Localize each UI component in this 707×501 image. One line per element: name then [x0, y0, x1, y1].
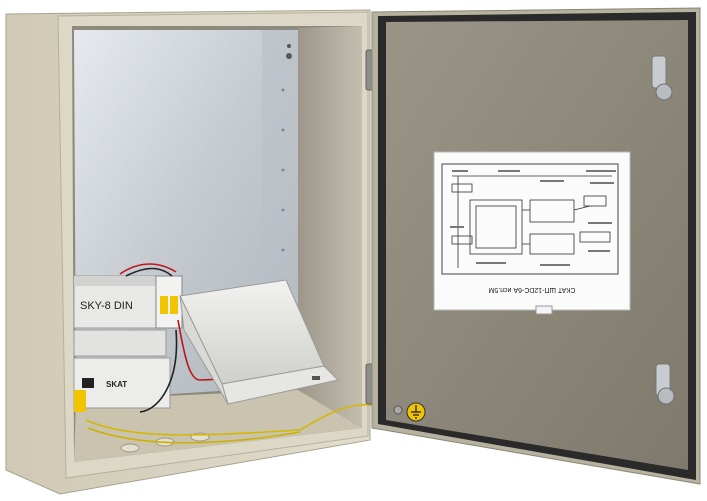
psu-brand-label: SKAT	[106, 380, 127, 389]
door-lock-top	[651, 55, 673, 101]
battery-shelf	[179, 279, 340, 405]
ground-symbol-sticker	[406, 402, 426, 422]
grounding-bolt	[393, 405, 403, 415]
door-lock-bottom	[655, 363, 675, 405]
psu-model-label: SKY-8 DIN	[80, 300, 133, 312]
circuit-breakers	[74, 275, 183, 412]
wiring-diagram-sheet: СКАТ ШП-12DC-6А исп.5М	[433, 151, 631, 311]
door-sticker	[535, 305, 553, 315]
cabinet-inner-wall	[298, 26, 362, 428]
diagram-caption: СКАТ ШП-12DC-6А исп.5М	[488, 286, 575, 293]
